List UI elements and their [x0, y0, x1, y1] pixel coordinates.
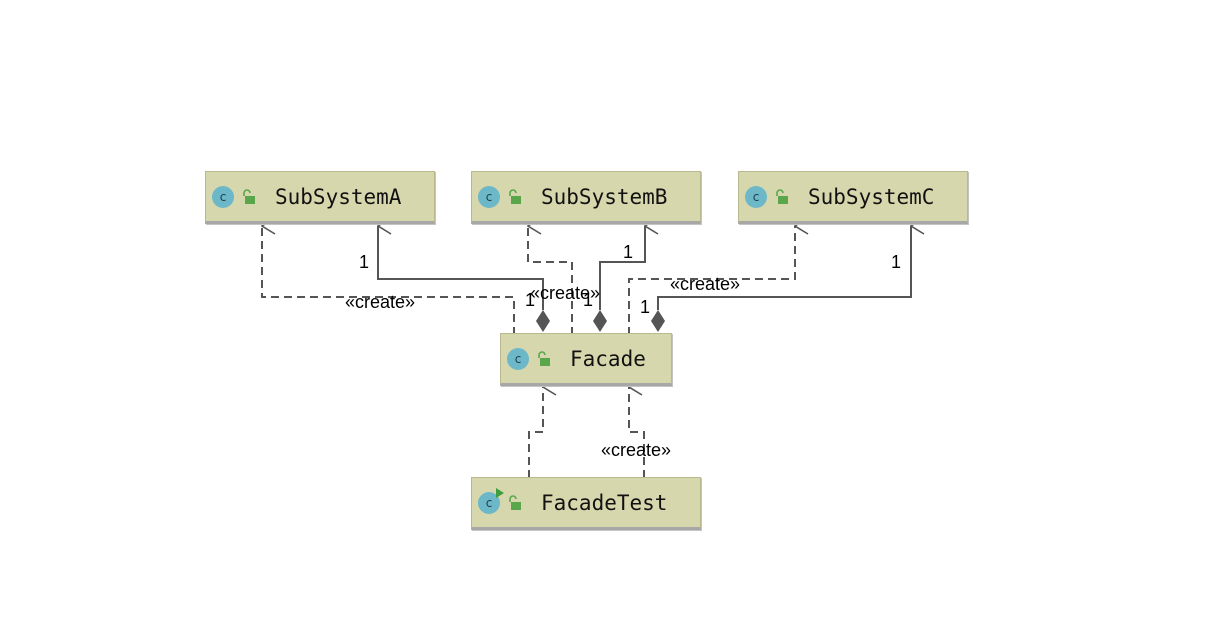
edge-label-create-b: «create»	[530, 283, 601, 303]
edge-label-create-a: «create»	[345, 292, 416, 312]
class-icon: c	[478, 185, 500, 208]
composition-diamond-a	[536, 310, 550, 332]
multiplicity-target-b: 1	[623, 242, 634, 262]
multiplicity-source-a: 1	[525, 290, 536, 310]
composition-diamond-c	[651, 310, 665, 332]
edge-facade-create-subsystemb	[527, 226, 573, 335]
runnable-class-icon: c	[478, 487, 504, 514]
public-lock-icon	[776, 188, 788, 204]
class-node-subsystemb[interactable]: c SubSystemB	[471, 171, 701, 224]
edge-facade-composition-subsystemb	[599, 226, 645, 310]
class-node-subsystema[interactable]: c SubSystemA	[205, 171, 435, 224]
class-name: FacadeTest	[541, 490, 668, 515]
class-name: SubSystemB	[541, 184, 668, 209]
public-lock-icon	[243, 188, 255, 204]
class-icon: c	[507, 347, 529, 370]
multiplicity-source-b: 1	[583, 290, 594, 310]
class-name: SubSystemC	[808, 184, 935, 209]
multiplicity-source-c: 1	[640, 297, 651, 317]
edge-facade-create-subsystema	[261, 226, 515, 335]
edge-facade-composition-subsystemc	[657, 226, 911, 310]
edge-facadetest-create-facade	[628, 387, 645, 478]
class-name: Facade	[570, 346, 646, 371]
edge-label-create-c: «create»	[670, 274, 741, 294]
public-lock-icon	[509, 494, 521, 510]
class-name: SubSystemA	[275, 184, 402, 209]
edge-facade-create-subsystemc	[628, 226, 795, 335]
class-node-facade[interactable]: c Facade	[500, 333, 672, 386]
edge-facadetest-uses-facade	[528, 387, 543, 478]
multiplicity-target-a: 1	[359, 252, 370, 272]
public-lock-icon	[509, 188, 521, 204]
class-icon: c	[212, 185, 234, 208]
edge-facade-composition-subsystema	[377, 226, 544, 310]
class-icon: c	[745, 185, 767, 208]
class-node-subsystemc[interactable]: c SubSystemC	[738, 171, 968, 224]
composition-diamond-b	[593, 310, 607, 332]
class-node-facadetest[interactable]: c FacadeTest	[471, 477, 701, 530]
multiplicity-target-c: 1	[891, 252, 902, 272]
edge-label-create-facade: «create»	[601, 440, 672, 460]
run-marker-icon	[496, 487, 504, 498]
public-lock-icon	[538, 350, 550, 366]
